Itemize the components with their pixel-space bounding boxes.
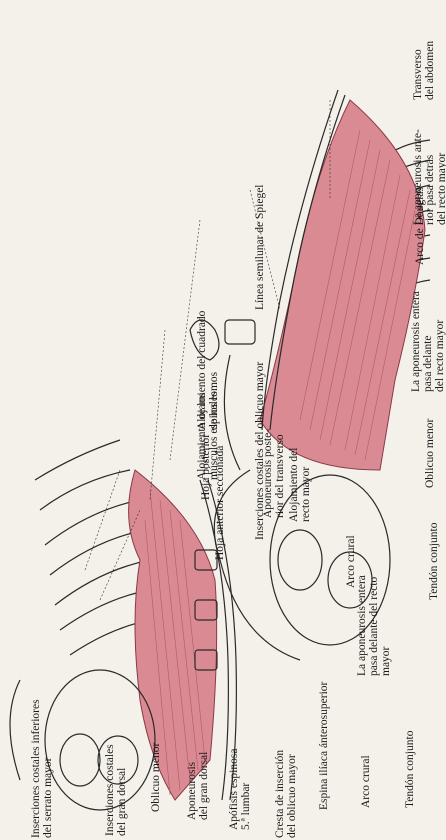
label-tendon-conjunto-top: Tendón conjunto — [428, 523, 440, 600]
label-hoja-posterior: Hoja posterior — [200, 434, 212, 500]
label-alojamiento-recto: Alojamiento del recto mayor — [288, 448, 312, 522]
label-espina-iliaca: Espina ilíaca ánterosuperior — [318, 682, 330, 810]
label-inserciones-serrato: Inserciones costales inferiores del serr… — [30, 699, 54, 838]
upper-figure — [190, 90, 430, 660]
label-oblicuo-menor-top: Oblicuo menor — [424, 419, 436, 488]
label-aponeurosis-posterior-transverso: Aponeurosis poste- rior del transverso — [262, 429, 286, 518]
label-inserciones-gran-dorsal: Inserciones costales del gran dorsal — [104, 744, 128, 836]
label-arco-crural-bottom: Arco crural — [360, 755, 372, 808]
label-transverso: Transverso del abdomen — [412, 41, 436, 100]
label-arco-douglas: Arco de Douglas — [414, 187, 426, 265]
label-tendon-conjunto-bottom: Tendón conjunto — [404, 731, 416, 808]
oblicuo-menor-muscle — [129, 470, 217, 800]
label-hoja-anterior: Hoja anterior seccionada — [214, 446, 226, 560]
label-aponeurosis-gran-dorsal: Aponeurosis del gran dorsal — [186, 752, 210, 820]
label-aponeurosis-entera-delante-bottom: La aponeurosis entera pasa delante del r… — [356, 575, 392, 676]
label-oblicuo-menor-bottom: Oblicuo menor — [150, 743, 162, 812]
label-aponeurosis-entera-delante-top: La aponeurosis entera pasa delante del r… — [410, 291, 446, 392]
label-cresta-insercion: Cresta de inserción del oblicuo mayor — [274, 750, 298, 838]
label-apofisis-espinosa: Apófisis espinosa 5.ª lumbar — [228, 749, 252, 830]
label-linea-spiegel: Línea semilunar de Spiegel — [254, 184, 266, 310]
